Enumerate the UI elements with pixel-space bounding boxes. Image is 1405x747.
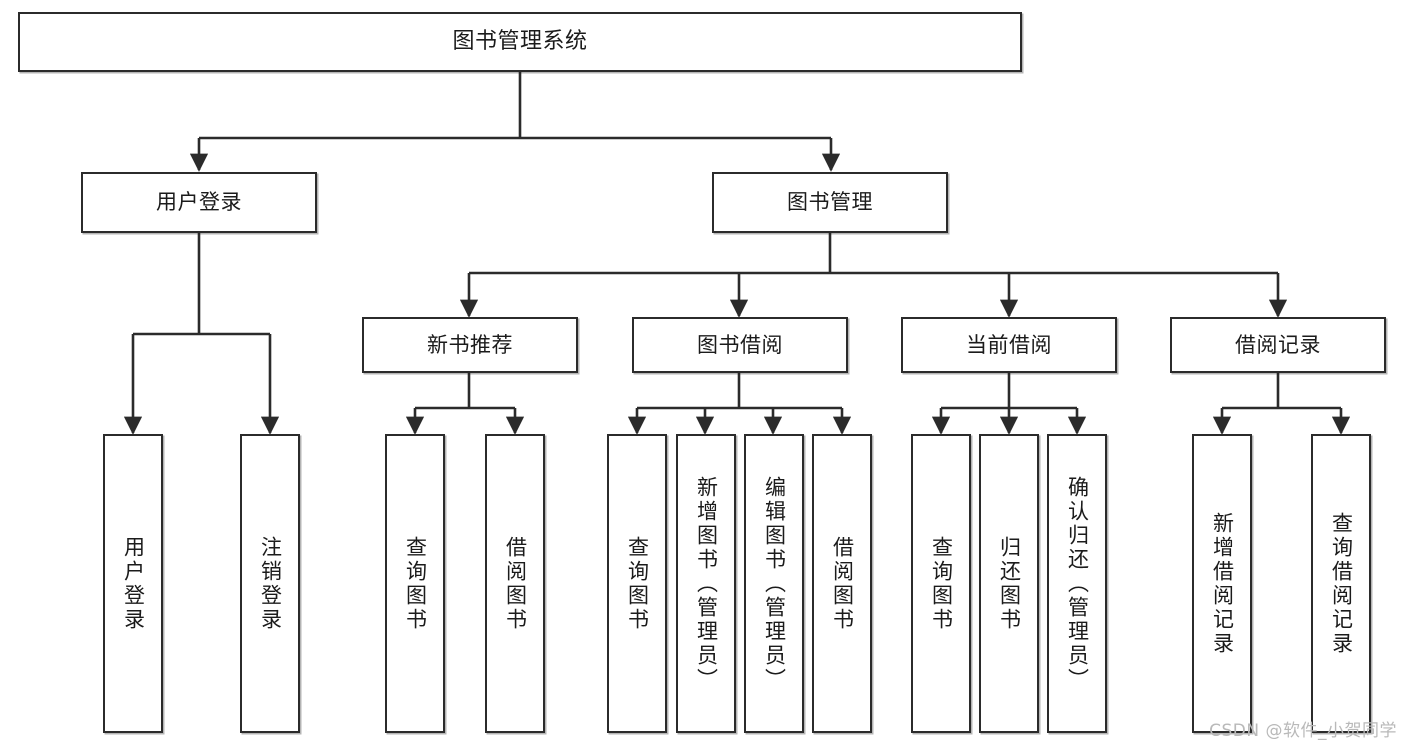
node-label: 当前借阅	[966, 332, 1052, 357]
node-leaf-confirm-return-admin[interactable]: 确认归还（管理员）	[1047, 434, 1107, 733]
node-label: 编辑图书（管理员）	[762, 475, 787, 692]
node-leaf-query-borrow-record[interactable]: 查询借阅记录	[1311, 434, 1371, 733]
node-label: 注销登录	[258, 535, 283, 632]
node-label: 图书管理系统	[452, 29, 588, 55]
node-label: 用户登录	[121, 535, 146, 632]
node-leaf-return-books[interactable]: 归还图书	[979, 434, 1039, 733]
node-borrowing-records[interactable]: 借阅记录	[1170, 317, 1386, 373]
node-label: 新增借阅记录	[1210, 511, 1235, 656]
node-user-login[interactable]: 用户登录	[81, 172, 317, 233]
node-current-borrowing[interactable]: 当前借阅	[901, 317, 1117, 373]
node-label: 借阅图书	[503, 535, 528, 632]
node-leaf-edit-book-admin[interactable]: 编辑图书（管理员）	[744, 434, 804, 733]
node-book-management[interactable]: 图书管理	[712, 172, 948, 233]
node-label: 查询借阅记录	[1329, 511, 1354, 656]
watermark: CSDN @软件_小贺同学	[1209, 721, 1397, 741]
node-label: 查询图书	[929, 535, 954, 632]
node-label: 图书管理	[787, 190, 873, 215]
node-leaf-query-books-current[interactable]: 查询图书	[911, 434, 971, 733]
node-label: 查询图书	[625, 535, 650, 632]
node-label: 借阅记录	[1235, 332, 1321, 357]
node-label: 归还图书	[997, 535, 1022, 632]
node-leaf-user-login[interactable]: 用户登录	[103, 434, 163, 733]
node-new-book-recommendation[interactable]: 新书推荐	[362, 317, 578, 373]
node-leaf-query-books-borrow[interactable]: 查询图书	[607, 434, 667, 733]
node-label: 新增图书（管理员）	[694, 475, 719, 692]
node-leaf-logout[interactable]: 注销登录	[240, 434, 300, 733]
node-root-book-management-system[interactable]: 图书管理系统	[18, 12, 1022, 72]
node-label: 用户登录	[156, 190, 242, 215]
node-leaf-add-book-admin[interactable]: 新增图书（管理员）	[676, 434, 736, 733]
node-label: 图书借阅	[697, 332, 783, 357]
node-leaf-borrow-books[interactable]: 借阅图书	[812, 434, 872, 733]
node-label: 借阅图书	[830, 535, 855, 632]
node-label: 查询图书	[403, 535, 428, 632]
node-book-borrowing[interactable]: 图书借阅	[632, 317, 848, 373]
node-leaf-add-borrow-record[interactable]: 新增借阅记录	[1192, 434, 1252, 733]
node-label: 新书推荐	[427, 332, 513, 357]
node-label: 确认归还（管理员）	[1065, 475, 1090, 692]
node-leaf-query-books-rec[interactable]: 查询图书	[385, 434, 445, 733]
node-leaf-borrow-books-rec[interactable]: 借阅图书	[485, 434, 545, 733]
